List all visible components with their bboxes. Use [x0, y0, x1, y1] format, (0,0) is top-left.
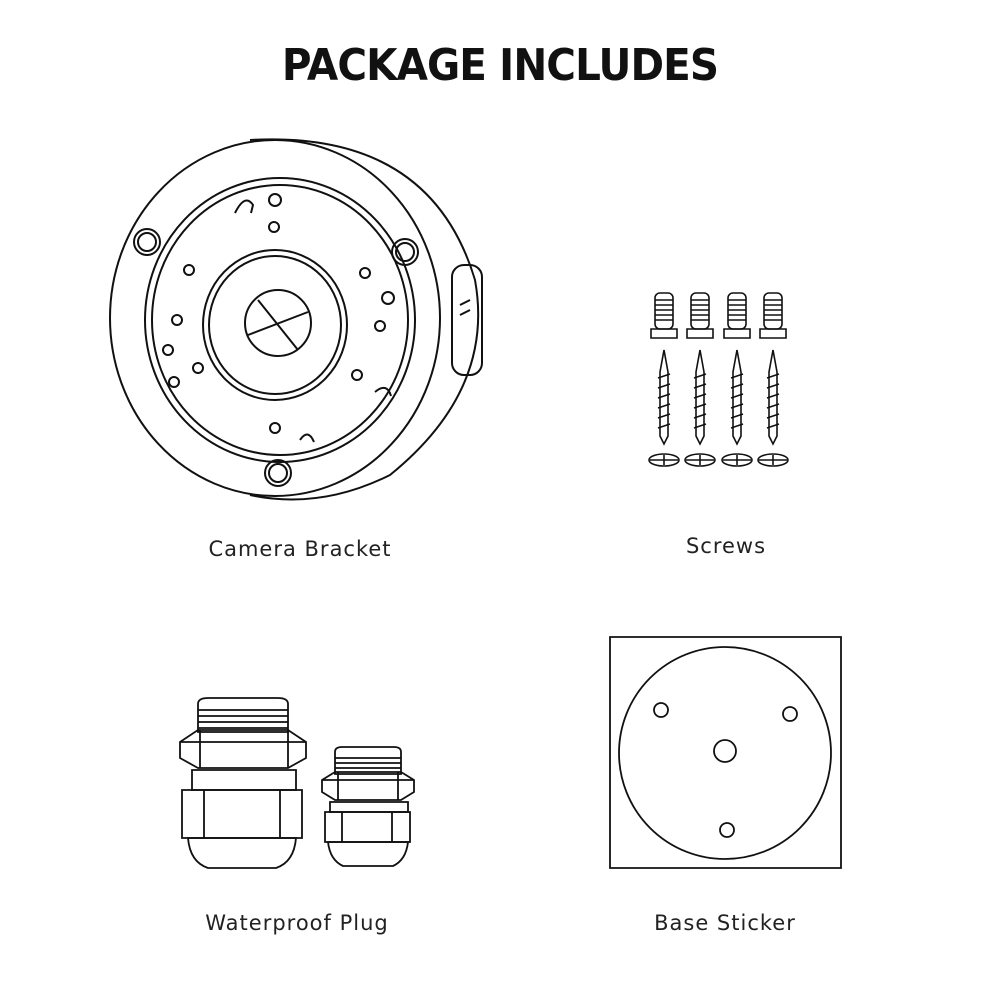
caption-camera-bracket: Camera Bracket: [208, 537, 392, 561]
caption-screws: Screws: [685, 534, 767, 558]
caption-waterproof-plug: Waterproof Plug: [205, 911, 389, 935]
screws-icon: [640, 292, 789, 467]
camera-bracket-icon: [100, 130, 500, 510]
page-title: PACKAGE INCLUDES: [281, 40, 719, 91]
base-sticker-icon: [608, 635, 843, 870]
waterproof-plug-icon: [170, 690, 430, 880]
caption-base-sticker: Base Sticker: [654, 911, 796, 935]
